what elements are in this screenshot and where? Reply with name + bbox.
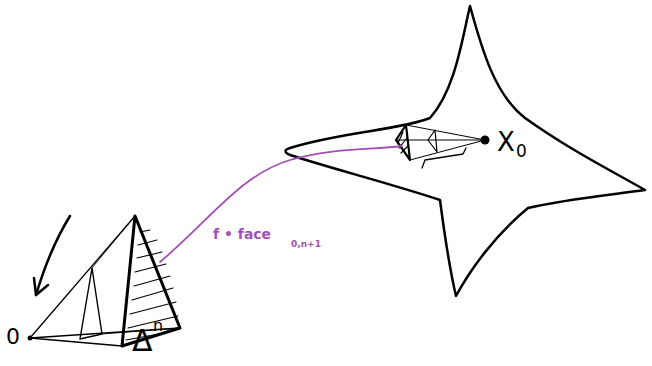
- map-curve: [160, 146, 402, 262]
- simplex-label: Δ: [132, 326, 153, 356]
- map-label: f • face: [213, 227, 271, 241]
- space-label: X: [497, 129, 515, 155]
- base-point: [481, 136, 490, 145]
- origin-label: 0: [6, 326, 20, 348]
- image-simplex: [396, 125, 485, 168]
- space-subscript: 0: [516, 143, 527, 160]
- origin-point: [28, 336, 33, 341]
- dimension-superscript: n: [153, 318, 163, 334]
- scaling-arrow: [34, 216, 70, 295]
- map-subscript: 0,n+1: [291, 240, 321, 249]
- simplex: [30, 216, 180, 346]
